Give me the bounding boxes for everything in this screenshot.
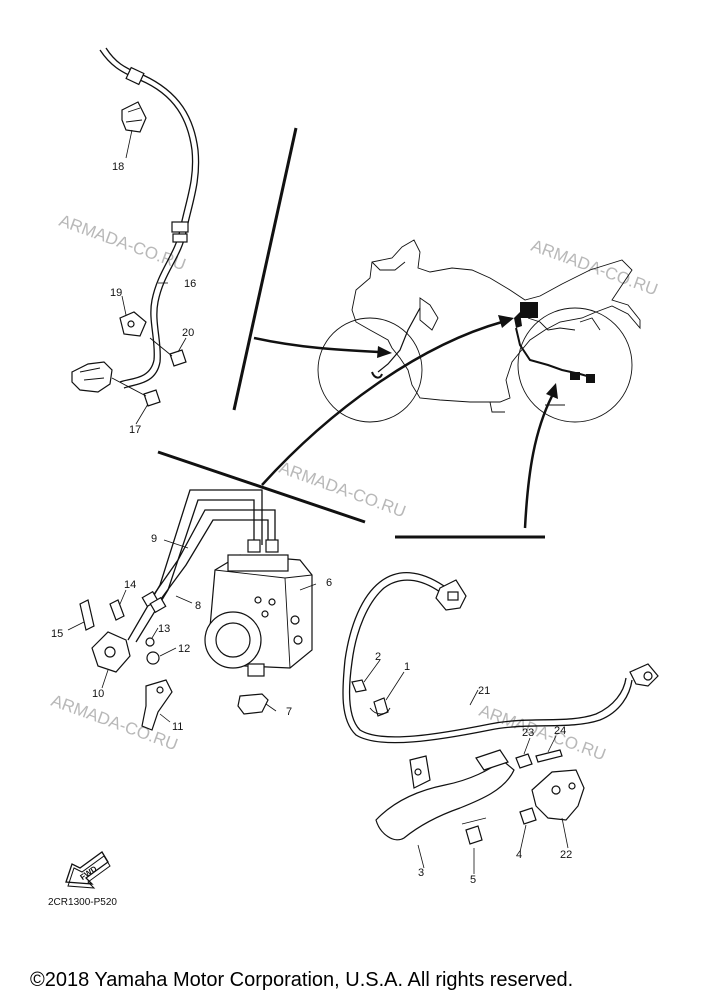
pointer-arrows <box>253 315 558 529</box>
callout-16: 16 <box>184 278 196 290</box>
divider-lines <box>157 127 545 539</box>
watermark: ARMADA-CO.RU <box>277 458 409 521</box>
callout-labels: 1 2 3 4 5 6 7 8 9 10 11 12 13 14 15 16 1… <box>51 161 572 886</box>
callout-22: 22 <box>560 849 572 861</box>
callout-5: 5 <box>470 874 476 886</box>
callout-13: 13 <box>158 623 170 635</box>
callout-2: 2 <box>375 651 381 663</box>
leader-lines <box>67 129 569 874</box>
callout-4: 4 <box>516 849 522 861</box>
callout-24: 24 <box>554 725 566 737</box>
front-sensor-lead-assembly <box>71 47 200 407</box>
motorcycle-silhouette <box>317 239 641 423</box>
callout-15: 15 <box>51 628 63 640</box>
callout-12: 12 <box>178 643 190 655</box>
callout-9: 9 <box>151 533 157 545</box>
callout-6: 6 <box>326 577 332 589</box>
copyright-text: ©2018 Yamaha Motor Corporation, U.S.A. A… <box>30 969 573 991</box>
callout-7: 7 <box>286 706 292 718</box>
hydraulic-unit-assembly <box>79 489 313 731</box>
callout-10: 10 <box>92 688 104 700</box>
watermark: ARMADA-CO.RU <box>57 211 189 274</box>
watermark: ARMADA-CO.RU <box>529 236 661 299</box>
callout-3: 3 <box>418 867 424 879</box>
diagram-code: 2CR1300-P520 <box>48 897 117 908</box>
callout-21: 21 <box>478 685 490 697</box>
callout-23: 23 <box>522 727 534 739</box>
callout-8: 8 <box>195 600 201 612</box>
rear-sensor-lead-assembly <box>342 571 659 845</box>
fwd-arrow: FWD <box>65 851 111 889</box>
callout-14: 14 <box>124 579 136 591</box>
callout-19: 19 <box>110 287 122 299</box>
callout-1: 1 <box>404 661 410 673</box>
callout-11: 11 <box>172 721 183 733</box>
callout-20: 20 <box>182 327 194 339</box>
callout-17: 17 <box>129 424 141 436</box>
callout-18: 18 <box>112 161 124 173</box>
